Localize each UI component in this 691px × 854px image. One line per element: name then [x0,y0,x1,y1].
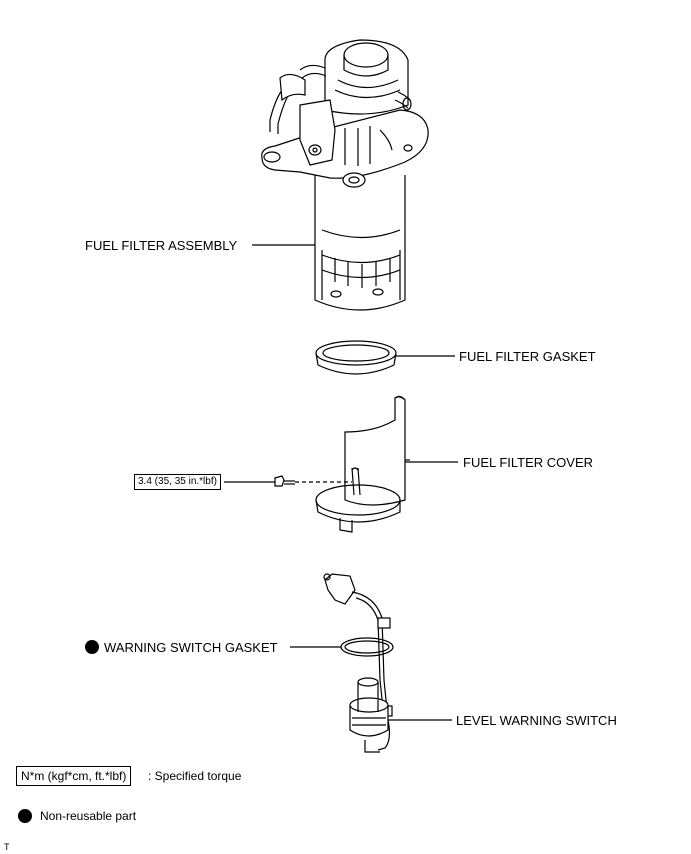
level-warning-switch-drawing [323,573,393,753]
legend-nonreusable-icon [18,809,32,823]
label-warning-switch-gasket: WARNING SWITCH GASKET [104,640,278,655]
label-fuel-filter-gasket: FUEL FILTER GASKET [459,349,596,364]
label-level-warning-switch: LEVEL WARNING SWITCH [456,713,617,728]
cover-bolt-drawing [274,475,352,487]
fuel-filter-cover-drawing [315,395,410,533]
leader-lines [224,244,458,721]
corner-mark: T [4,842,10,852]
legend-torque-unit-box: N*m (kgf*cm, ft.*lbf) [16,766,132,786]
fuel-filter-gasket-drawing [315,340,397,375]
fuel-filter-assembly-drawing [261,39,429,311]
label-fuel-filter-cover: FUEL FILTER COVER [463,455,594,470]
warning-switch-gasket-drawing [340,637,394,657]
label-fuel-filter-assembly: FUEL FILTER ASSEMBLY [85,238,238,253]
nonreusable-marker-icon [85,640,99,654]
torque-spec-box: 3.4 (35, 35 in.*lbf) [134,474,221,490]
legend-nonreusable-desc: Non-reusable part [40,809,137,823]
legend-torque-desc: : Specified torque [148,769,242,783]
